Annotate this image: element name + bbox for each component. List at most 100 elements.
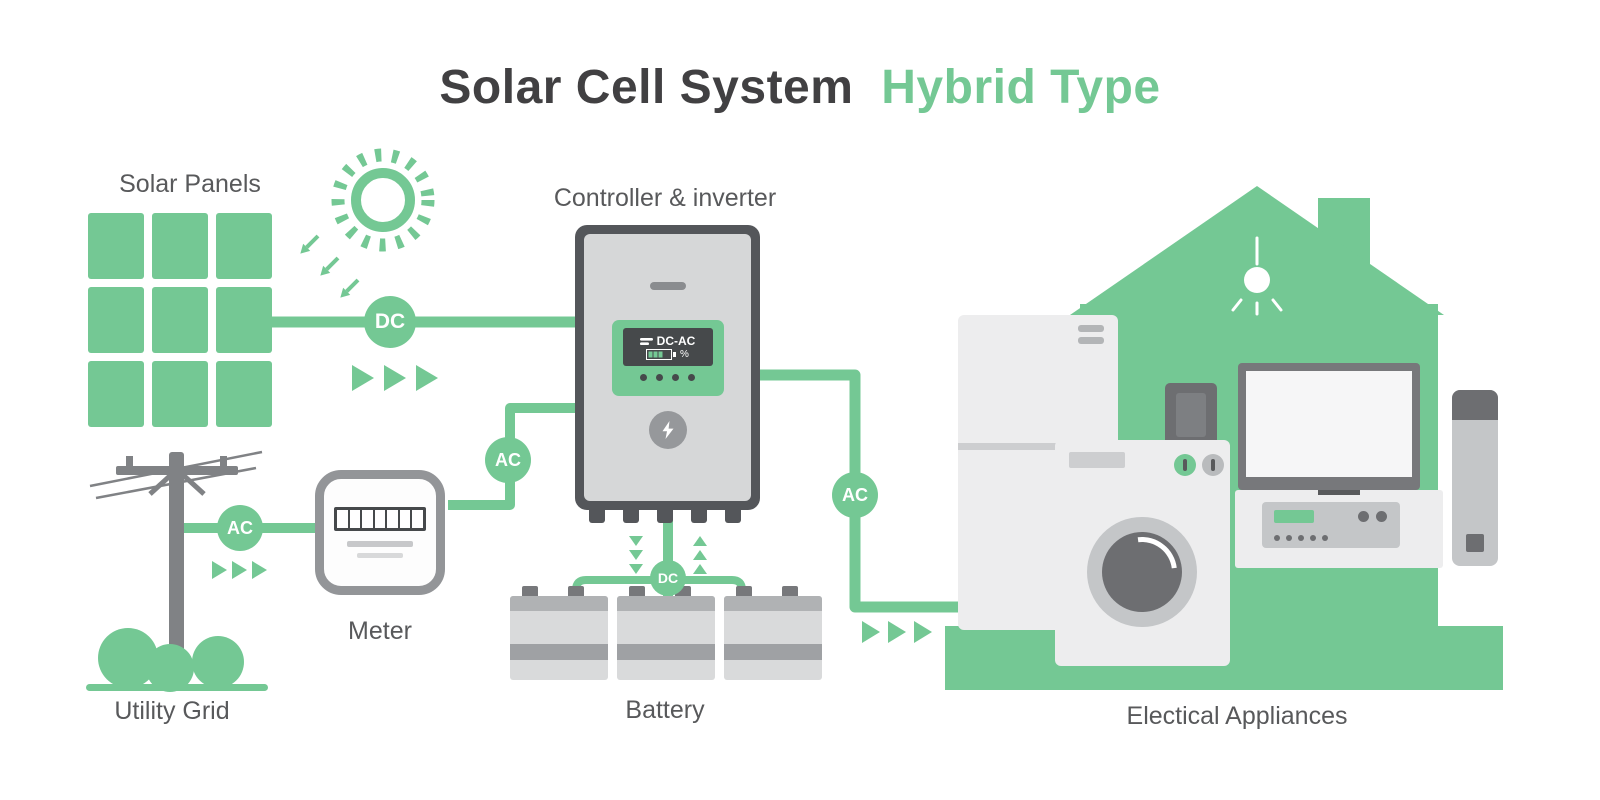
badge-dc-battery: DC (650, 560, 686, 596)
meter (315, 470, 445, 595)
fridge-door-divider (958, 443, 1118, 450)
battery-stripe (510, 644, 608, 660)
inverter-screen: DC-AC % (622, 328, 713, 366)
meter-digit (387, 510, 398, 528)
tall-speaker (1452, 390, 1498, 566)
tall-speaker-top (1452, 390, 1498, 420)
knob-indicator (1211, 459, 1215, 471)
battery-cell (617, 586, 715, 680)
washer-door-shine (1092, 522, 1192, 622)
meter-digit (349, 510, 361, 528)
controller-label: Controller & inverter (553, 184, 777, 212)
inverter-terminal (657, 507, 673, 523)
inverter-vent (649, 282, 686, 290)
badge-ac-appliances: AC (832, 472, 878, 518)
inverter-terminal (623, 507, 639, 523)
battery-terminal (629, 586, 645, 598)
solar-panel-cell (152, 361, 208, 427)
washer-door (1087, 517, 1197, 627)
solar-panel-array (88, 213, 272, 427)
television (1238, 363, 1420, 490)
flow-arrows-solar-icon (352, 365, 438, 391)
utility-pole-icon (89, 450, 263, 690)
solar-panel-cell (88, 213, 144, 279)
meter-digit (362, 510, 373, 528)
tv-stand (1318, 488, 1360, 495)
meter-detail-bar (357, 553, 403, 558)
battery-terminal (736, 586, 752, 598)
display-buttons (612, 374, 724, 381)
washer-detergent-drawer (1069, 452, 1125, 468)
lamp-icon (1231, 236, 1283, 316)
sun-ray-arrows-icon (300, 234, 360, 298)
solar-panel-cell (216, 361, 272, 427)
solar-panels-label: Solar Panels (119, 170, 261, 198)
battery-cap (724, 596, 822, 611)
title-accent: Hybrid Type (881, 61, 1161, 114)
battery-stripe (724, 644, 822, 660)
inverter: DC-AC % (575, 225, 760, 523)
media-player-button (1274, 535, 1280, 541)
display-battery-row: % (646, 349, 689, 360)
battery-bank (510, 586, 825, 692)
battery-label: Battery (625, 696, 705, 724)
washer-knob-gray (1202, 454, 1224, 476)
battery-cap (617, 596, 715, 611)
display-mode-text: DC-AC (656, 334, 696, 348)
battery-terminal (782, 586, 798, 598)
tall-speaker-woofer (1466, 534, 1484, 552)
inverter-terminal (725, 507, 741, 523)
display-button-dot (688, 374, 695, 381)
flow-arrows-appliances-icon (862, 621, 932, 643)
washer-knob-green (1174, 454, 1196, 476)
solar-panel-cell (88, 361, 144, 427)
meter-digit (337, 510, 348, 528)
small-speaker (1165, 383, 1217, 447)
fridge-handle (1078, 337, 1104, 344)
badge-ac-meter: AC (485, 437, 531, 483)
battery-cell (724, 586, 822, 680)
solar-panel-cell (216, 287, 272, 353)
solar-panel-cell (152, 287, 208, 353)
media-player-knob (1376, 511, 1387, 522)
washer-door-glass (1102, 532, 1182, 612)
battery-terminal (522, 586, 538, 598)
battery-cell (510, 586, 608, 680)
media-player-knob (1358, 511, 1369, 522)
tv-console (1235, 490, 1443, 568)
inverter-terminal (691, 507, 707, 523)
media-player-button (1286, 535, 1292, 541)
meter-detail-bar (347, 541, 413, 547)
meter-digit (412, 510, 424, 528)
small-speaker-grille (1176, 393, 1206, 437)
title-main: Solar Cell System (439, 61, 854, 114)
power-mode-icon (639, 337, 653, 345)
meter-digit (399, 510, 411, 528)
inverter-display: DC-AC % (611, 320, 724, 396)
appliances-label: Electical Appliances (1126, 702, 1348, 730)
badge-ac-grid: AC (217, 505, 263, 551)
meter-digit (374, 510, 386, 528)
media-player-button (1310, 535, 1316, 541)
solar-panel-cell (88, 287, 144, 353)
display-percent-text: % (680, 349, 689, 360)
washing-machine (1055, 440, 1230, 666)
display-button-dot (640, 374, 647, 381)
sun-icon (331, 148, 435, 252)
media-player-display (1274, 510, 1314, 523)
media-player-buttons (1274, 535, 1328, 541)
utility-grid-label: Utility Grid (114, 697, 230, 725)
inverter-body: DC-AC % (584, 234, 751, 501)
media-player-button (1322, 535, 1328, 541)
badge-dc-solar: DC (364, 296, 416, 348)
flow-arrows-battery-discharge-icon (693, 536, 707, 574)
media-player (1262, 502, 1400, 548)
battery-level-icon (646, 349, 677, 360)
tv-screen (1246, 371, 1412, 477)
inverter-terminal (589, 507, 605, 523)
page-title: Solar Cell System Hybrid Type (0, 60, 1600, 115)
solar-panel-cell (152, 213, 208, 279)
bush-icon (86, 628, 268, 692)
display-button-dot (656, 374, 663, 381)
